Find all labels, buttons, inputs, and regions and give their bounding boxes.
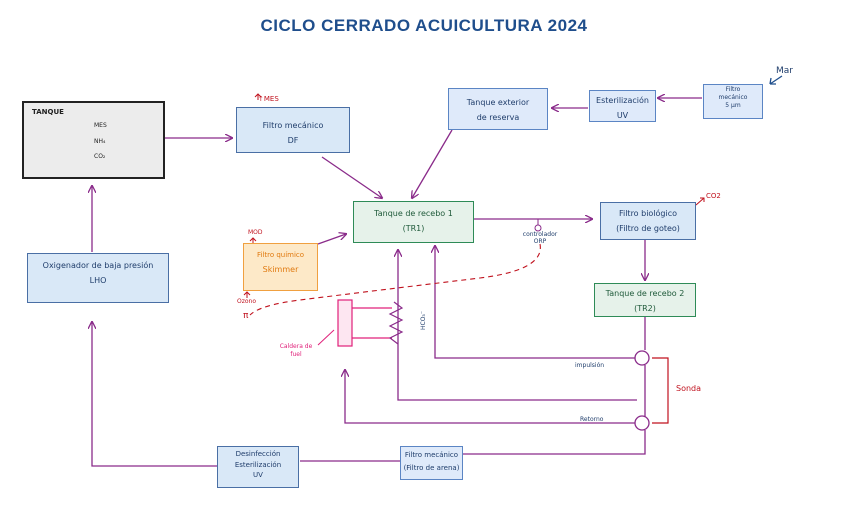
mes-up-arrow-icon	[254, 93, 262, 100]
tr2-line1: Tanque de recebo 2	[605, 289, 685, 298]
filtro-arena-box: Filtro mecánico (Filtro de arena)	[400, 446, 463, 480]
tanque-box: TANQUE MES NH₄ CO₂	[22, 101, 165, 179]
filtro-df-line1: Filtro mecánico	[262, 121, 324, 130]
uv-top-line1: Esterilización	[596, 96, 649, 105]
diagram-title: CICLO CERRADO ACUICULTURA 2024	[260, 16, 588, 35]
arrow-uv-to-oxigenador	[92, 322, 217, 467]
ozono-label: Ozono	[237, 298, 257, 305]
arrow-df-to-tr1	[321, 156, 382, 198]
arena-line2: (Filtro de arena)	[403, 463, 460, 472]
uv-top-line2: UV	[616, 111, 629, 121]
tr1-line1: Tanque de recebo 1	[374, 209, 453, 218]
sonda-label: Sonda	[676, 384, 702, 393]
filtro-df-line2: DF	[287, 136, 299, 146]
desinfeccion-line2: Esterilización	[234, 460, 282, 469]
tanque-label: TANQUE	[32, 108, 64, 116]
filtro-5um-line3: 5 µm	[725, 101, 741, 109]
line-to-arena	[463, 430, 646, 455]
retorno-label: Retorno	[580, 416, 604, 423]
ozone-dashed-line	[249, 243, 541, 316]
tanque-co2-label: CO₂	[94, 153, 106, 160]
tanque-mes-label: MES	[94, 122, 107, 129]
hco3-label: HCO₃⁻	[420, 311, 427, 330]
caldera-label: Caldera de fuel	[279, 343, 313, 358]
tanque-nh4-label: NH₄	[94, 138, 106, 145]
mes-df-label: ↑MES	[258, 95, 279, 103]
tanque-tr1-box: Tanque de recebo 1 (TR1)	[353, 201, 474, 243]
desinfeccion-line1: Desinfección	[235, 450, 281, 458]
filtro-mecanico-df-box: Filtro mecánico DF	[236, 107, 350, 153]
skimmer-line2: Skimmer	[262, 265, 299, 275]
tanque-exterior-line1: Tanque exterior	[466, 98, 530, 107]
impulsion-label: impulsión	[575, 362, 605, 369]
filtro-5um-line2: mecánico	[718, 93, 748, 101]
mar-arrow-icon	[769, 75, 783, 85]
orp-probe-icon	[534, 224, 542, 232]
esterilizacion-uv-top-box: Esterilización UV	[589, 90, 656, 122]
pump-circle-top	[634, 350, 650, 366]
tanque-exterior-line2: de reserva	[476, 113, 520, 123]
filtro-5um-line1: Filtro	[725, 86, 741, 93]
sonda-bracket	[652, 357, 669, 424]
tr1-line2: (TR1)	[402, 224, 425, 234]
mod-label: MOD	[248, 229, 263, 236]
arrow-skimmer-to-tr1	[317, 234, 346, 245]
tr2-line2: (TR2)	[634, 304, 656, 314]
co2-arrow-icon	[695, 197, 705, 206]
desinfeccion-uv-box: Desinfección Esterilización UV	[217, 446, 299, 488]
tanque-exterior-box: Tanque exterior de reserva	[448, 88, 548, 130]
oxigenador-line1: Oxigenador de baja presión	[42, 261, 154, 270]
heat-coil-icon	[388, 301, 404, 345]
pump-circle-bottom	[634, 415, 650, 431]
arrow-retorno	[345, 370, 637, 424]
mar-label: Mar	[776, 66, 793, 76]
arrow-to-exchanger	[398, 250, 637, 401]
filtro-5um-box: Filtro mecánico 5 µm	[703, 84, 763, 119]
oxigenador-line2: LHO	[89, 276, 107, 286]
ozono-arrow-icon	[243, 291, 251, 298]
skimmer-box: Filtro químico Skimmer	[243, 243, 318, 291]
co2-bio-label: CO2	[706, 192, 721, 200]
oxigenador-box: Oxigenador de baja presión LHO	[27, 253, 169, 303]
controlador-orp-label: controlador ORP	[522, 231, 558, 246]
heat-exchanger-icon	[337, 299, 353, 347]
arena-line1: Filtro mecánico	[404, 451, 459, 459]
arrow-reserva-to-tr1	[412, 129, 453, 198]
filtro-biologico-box: Filtro biológico (Filtro de goteo)	[600, 202, 696, 240]
bio-line1: Filtro biológico	[618, 209, 678, 218]
ozono-symbol: π	[243, 311, 249, 321]
desinfeccion-line3: UV	[253, 471, 263, 479]
tanque-tr2-box: Tanque de recebo 2 (TR2)	[594, 283, 696, 317]
bio-line2: (Filtro de goteo)	[616, 224, 680, 234]
skimmer-line1: Filtro químico	[256, 251, 305, 259]
